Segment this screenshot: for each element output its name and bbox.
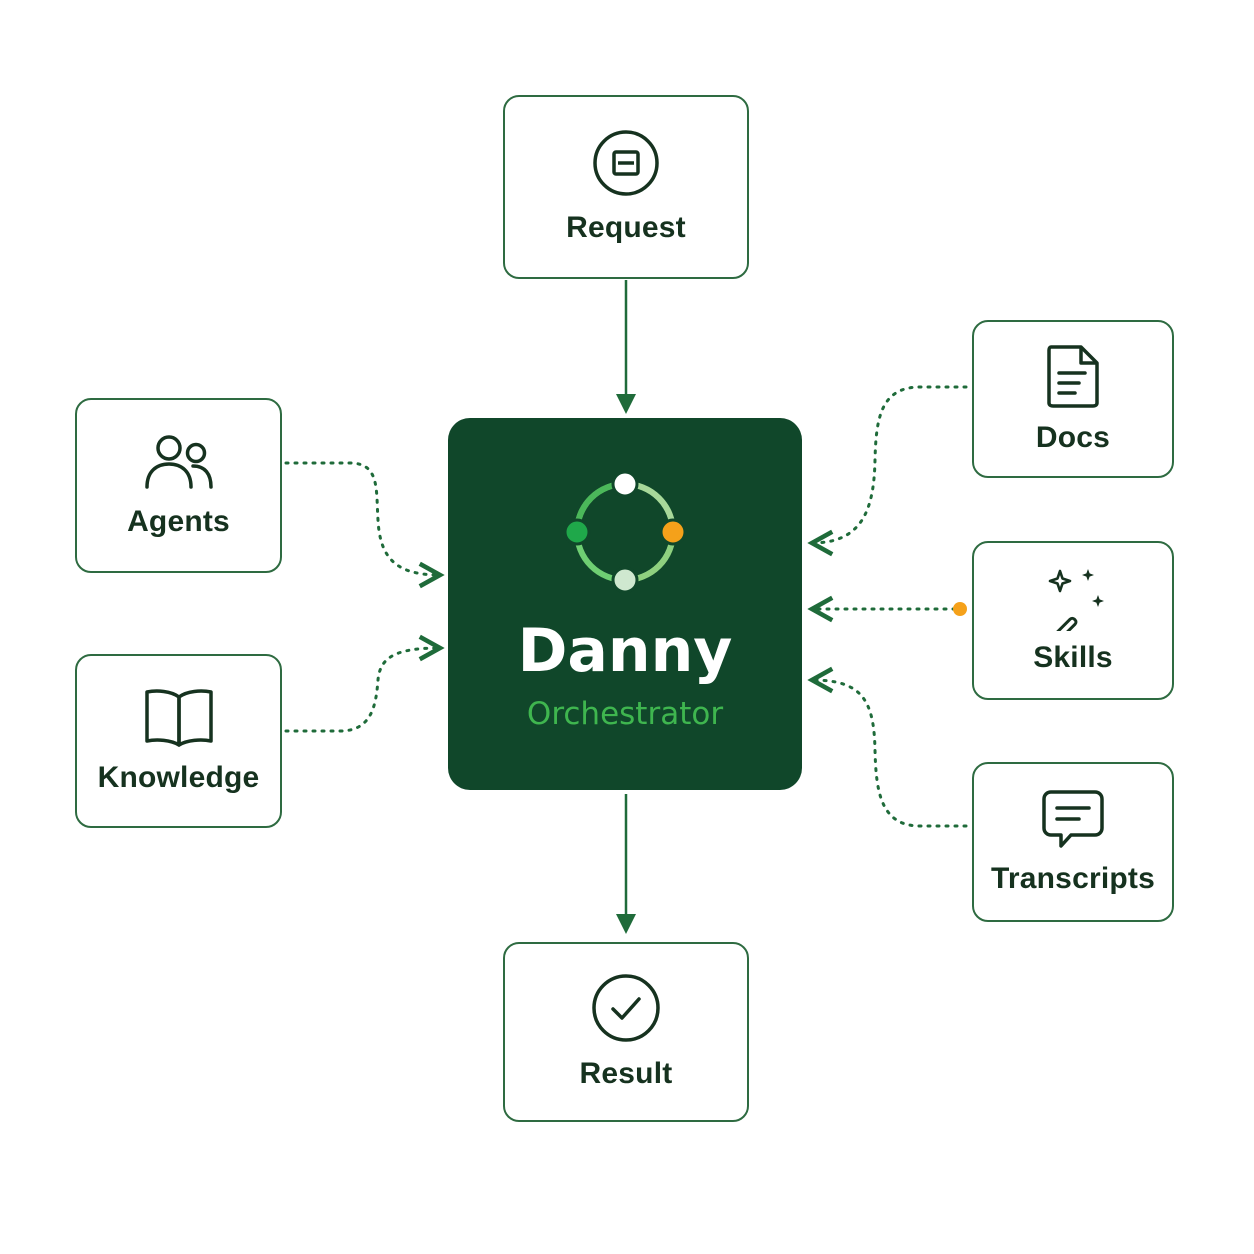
agents-node: Agents	[75, 398, 282, 573]
magic-wand-icon	[1040, 567, 1106, 631]
connector-agents	[284, 461, 440, 575]
users-icon	[143, 433, 215, 491]
connector-docs	[812, 385, 968, 543]
input-box-icon	[592, 129, 660, 197]
document-icon	[1045, 343, 1101, 409]
skills-connector-origin-dot	[953, 602, 967, 616]
chat-bubble-icon	[1041, 788, 1105, 852]
book-icon	[143, 687, 215, 747]
result-node: Result	[503, 942, 749, 1122]
skills-label: Skills	[1033, 640, 1113, 674]
docs-label: Docs	[1035, 421, 1111, 454]
check-circle-icon	[591, 973, 661, 1043]
orchestrator-logo-icon	[563, 460, 687, 605]
docs-node: Docs	[972, 320, 1174, 478]
orchestrator-title: Danny	[517, 616, 733, 686]
connector-transcripts	[812, 680, 968, 828]
knowledge-node: Knowledge	[75, 654, 282, 828]
result-label: Result	[579, 1057, 673, 1090]
orchestrator-node: Danny Orchestrator	[448, 418, 802, 790]
transcripts-node: Transcripts	[972, 762, 1174, 922]
request-label: Request	[566, 211, 686, 244]
skills-node: Skills	[972, 541, 1174, 700]
transcripts-label: Transcripts	[991, 862, 1155, 895]
agents-label: Agents	[127, 504, 230, 538]
orchestrator-subtitle: Orchestrator	[526, 696, 724, 732]
knowledge-label: Knowledge	[97, 761, 260, 794]
request-node: Request	[503, 95, 749, 279]
connector-knowledge	[284, 648, 440, 733]
